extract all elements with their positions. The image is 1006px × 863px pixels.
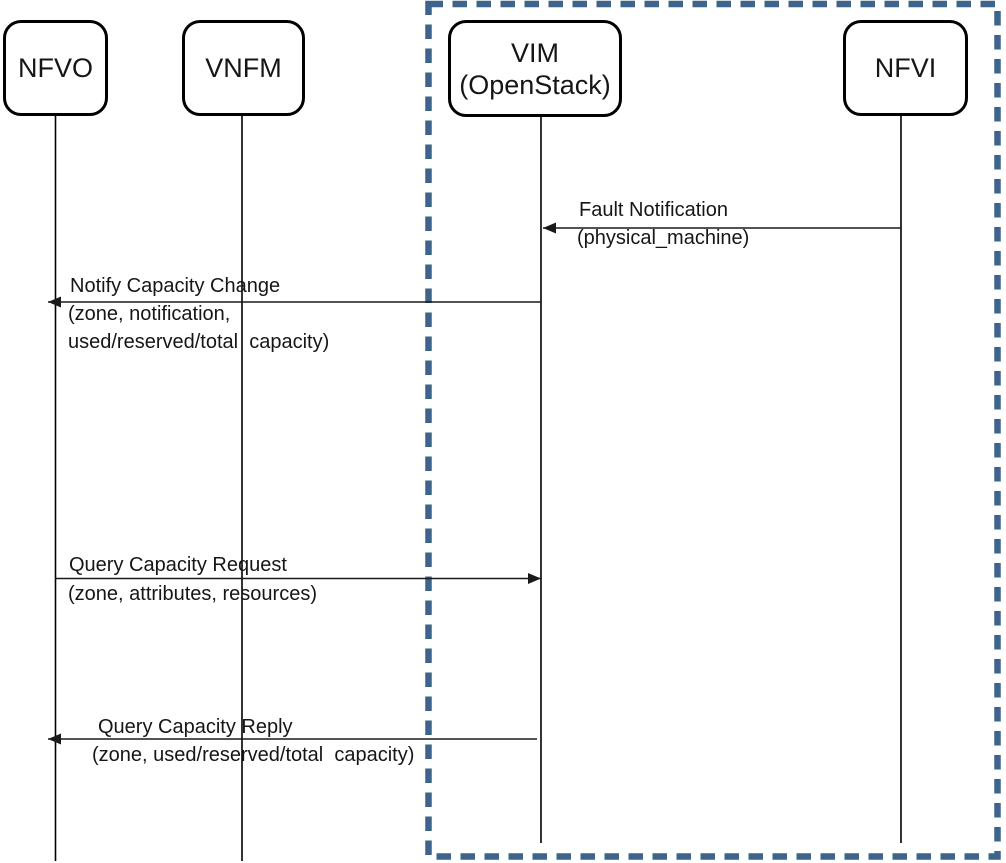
- vim-nfvi-highlight-border: [425, 0, 1001, 860]
- message-title-fault-notification: Fault Notification: [579, 199, 728, 221]
- actor-label-vim: VIM: [510, 37, 559, 68]
- message-params-notify-capacity-change-2: used/reserved/total capacity): [68, 331, 330, 353]
- message-params-fault-notification: (physical_machine): [577, 227, 750, 249]
- message-title-query-capacity-request: Query Capacity Request: [69, 554, 287, 576]
- actor-box-nfvi: NFVI: [843, 20, 968, 116]
- actor-box-nfvo: NFVO: [3, 20, 108, 116]
- actor-box-vim: VIM (OpenStack): [448, 20, 622, 117]
- message-title-notify-capacity-change: Notify Capacity Change: [70, 275, 281, 297]
- message-params-query-capacity-request: (zone, attributes, resources): [68, 583, 317, 605]
- actor-label-nfvi: NFVI: [874, 53, 937, 83]
- actor-label-vnfm: VNFM: [205, 53, 282, 83]
- message-params-notify-capacity-change-1: (zone, notification,: [68, 303, 231, 325]
- actor-label-nfvo: NFVO: [17, 53, 93, 83]
- message-title-query-capacity-reply: Query Capacity Reply: [98, 716, 293, 738]
- message-params-query-capacity-reply: (zone, used/reserved/total capacity): [92, 744, 415, 766]
- actor-box-vnfm: VNFM: [182, 20, 305, 116]
- actor-sublabel-vim: (OpenStack): [459, 69, 611, 100]
